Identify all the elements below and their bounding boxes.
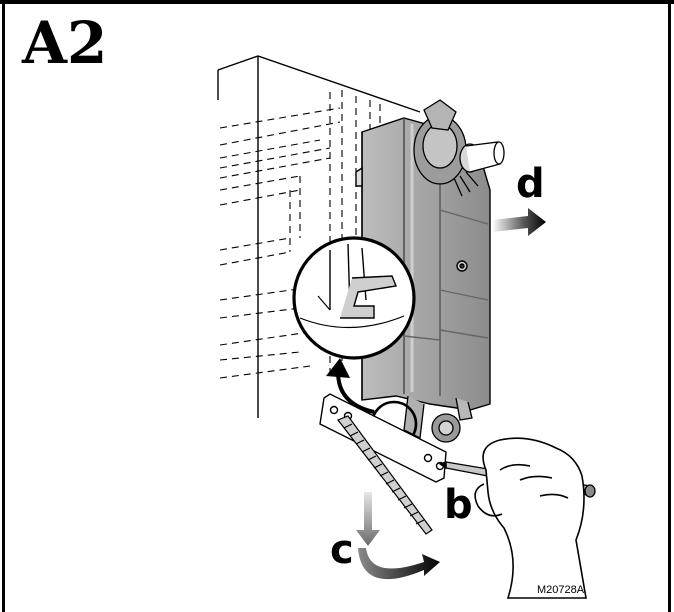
- shaft-coupling: [413, 99, 505, 197]
- arrow-c: [356, 492, 440, 580]
- callout-d: d: [516, 161, 545, 207]
- panel-label: A2: [22, 9, 108, 77]
- mounting-bracket: [319, 393, 447, 483]
- callout-c: c: [330, 527, 354, 573]
- duct-panel: [217, 55, 421, 418]
- installer-hand: [474, 437, 587, 599]
- panel-border-top: [0, 0, 674, 4]
- detail-link-arrow: [326, 358, 375, 414]
- callout-b: b: [444, 482, 473, 528]
- arrow-d: [492, 208, 546, 236]
- panel-border-left: [2, 0, 5, 612]
- mounting-screw: [337, 415, 433, 535]
- detail-magnifier: [292, 236, 416, 360]
- figure-id: M20728A: [537, 584, 585, 596]
- panel-border-right: [668, 0, 671, 612]
